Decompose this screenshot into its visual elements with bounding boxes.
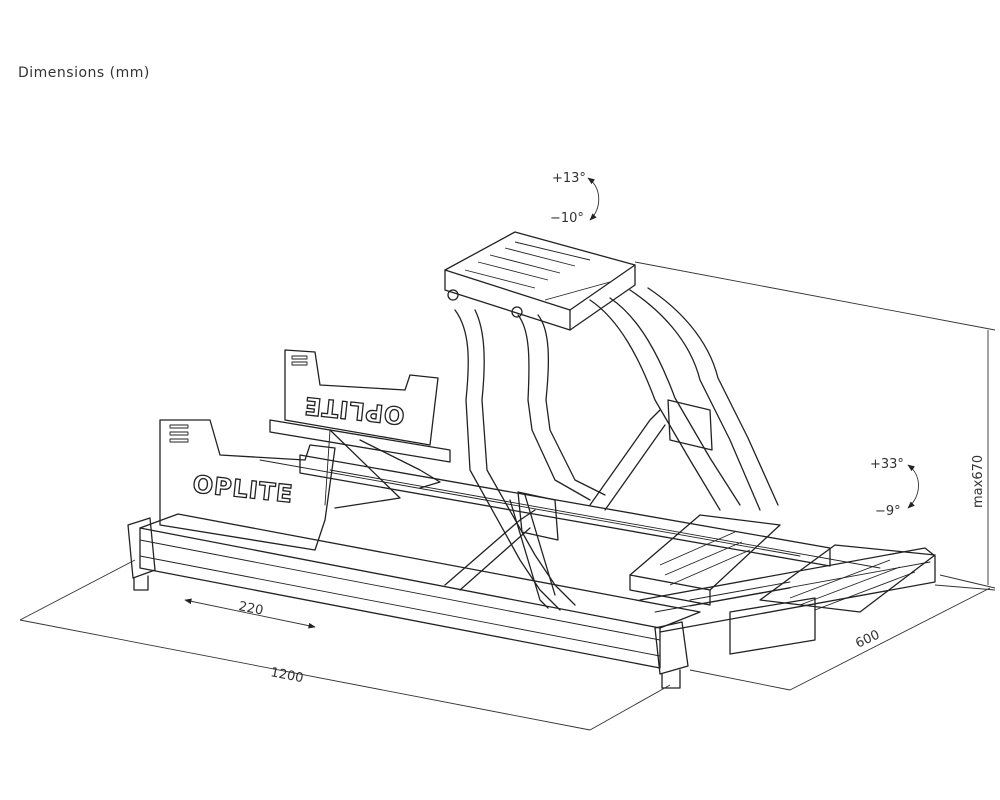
wheel-angle-indicator: +13° −10°	[550, 171, 600, 226]
pedal-angle-indicator: +33° −9°	[870, 457, 919, 519]
label-seat-slide: 220	[237, 599, 264, 618]
label-height: max670	[971, 455, 986, 508]
label-wheel-up: +13°	[552, 171, 586, 186]
logo-oplite-rear: OPLITE	[303, 391, 406, 429]
seat-bracket-front: OPLITE	[159, 419, 336, 551]
pedal-deck	[629, 514, 936, 613]
dimension-height: max670	[634, 261, 996, 591]
dimension-seat-slide: 220	[184, 598, 316, 629]
diagram-title: Dimensions (mm)	[18, 65, 150, 81]
dimension-length: 1200	[19, 559, 671, 731]
wheel-deck	[444, 231, 636, 331]
upright-tubes	[444, 287, 779, 611]
dimension-width: 600	[689, 574, 996, 691]
seat-bracket-rear: OPLITE	[284, 349, 439, 446]
label-pedal-up: +33°	[870, 457, 904, 472]
seat-slider	[269, 419, 451, 509]
label-wheel-down: −10°	[550, 211, 584, 226]
label-width: 600	[853, 628, 882, 652]
label-length: 1200	[269, 665, 304, 686]
logo-oplite-front: OPLITE	[191, 470, 294, 508]
base-frame	[127, 454, 936, 689]
label-pedal-down: −9°	[875, 504, 901, 519]
